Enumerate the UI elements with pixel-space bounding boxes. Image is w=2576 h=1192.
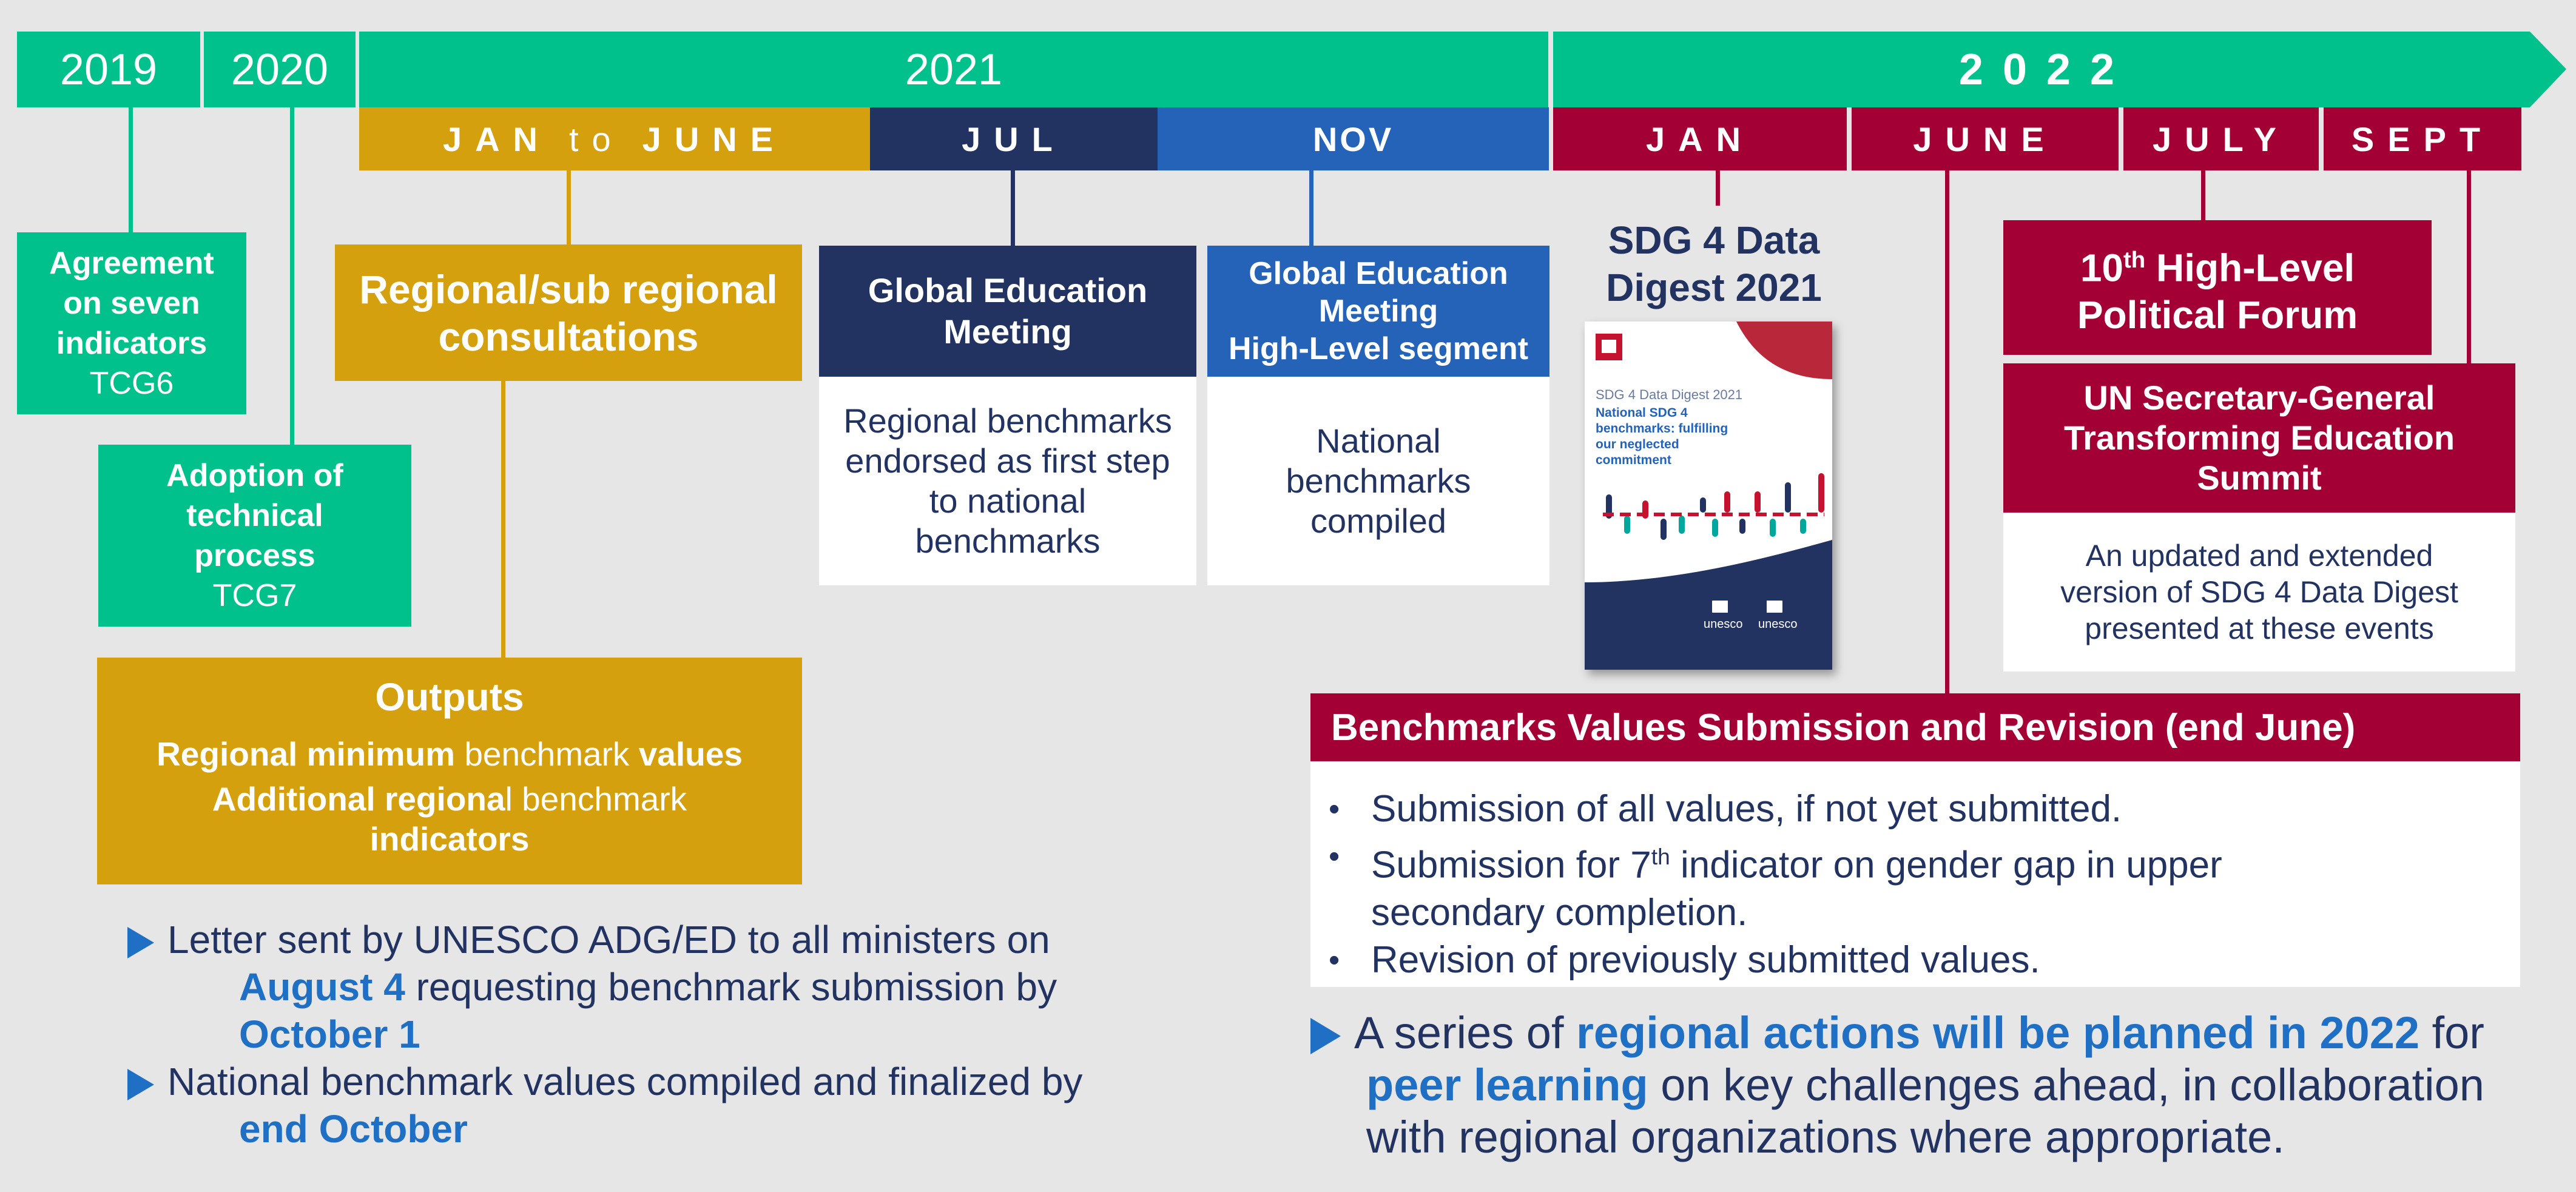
global-meeting-body: Regional benchmarks endorsed as first st…: [819, 377, 1196, 585]
hlpf-box: 10th High-Level Political Forum: [2003, 220, 2432, 355]
submission-item-2: •Submission for 7th indicator on gender …: [1329, 839, 2222, 934]
note-compiled: National benchmark values compiled and f…: [127, 1058, 1195, 1153]
global-meeting-hl-title-2: High-Level segment: [1228, 331, 1529, 366]
submission-body: •Submission of all values, if not yet su…: [1310, 761, 2520, 987]
global-meeting-hl-title-1: Global Education Meeting: [1249, 256, 1508, 329]
year-2020: 2020: [204, 32, 356, 107]
submission-item-1: •Submission of all values, if not yet su…: [1329, 788, 2122, 830]
connector-july-2022: [2201, 170, 2205, 220]
global-meeting-text: Regional benchmarks endorsed as first st…: [843, 402, 1172, 560]
triangle-bullet-icon: [127, 927, 154, 959]
digest-cover: SDG 4 Data Digest 2021 National SDG 4 be…: [1585, 322, 1832, 670]
connector-nov: [1309, 170, 1313, 246]
hlpf-title: 10th High-Level Political Forum: [2077, 246, 2358, 337]
tcg7-sub: TCG7: [212, 578, 297, 613]
summit-title: UN Secretary-General Transforming Educat…: [2063, 379, 2455, 497]
connector-2020: [290, 107, 294, 445]
summit-text: An updated and extended version of SDG 4…: [2060, 539, 2458, 645]
connector-sept-2022: [2467, 170, 2471, 363]
submission-title: Benchmarks Values Submission and Revisio…: [1331, 706, 2356, 749]
connector-june-2022: [1945, 170, 1949, 693]
tcg6-title: Agreement on seven indicators: [49, 246, 214, 361]
year-2021: 2021: [359, 32, 1548, 107]
submission-header: Benchmarks Values Submission and Revisio…: [1310, 693, 2520, 761]
month-july-2022: JULY: [2123, 107, 2319, 170]
year-2022-label: 2 0 2 2: [1958, 45, 2119, 94]
summit-body: An updated and extended version of SDG 4…: [2003, 513, 2515, 672]
submission-item-3: •Revision of previously submitted values…: [1329, 938, 2040, 981]
month-sept-2022: SEPT: [2324, 107, 2521, 170]
year-2022: 2 0 2 2: [1553, 32, 2566, 107]
right-note: A series of regional actions will be pla…: [1310, 1007, 2524, 1163]
global-meeting-hl-text: National benchmarks compiled: [1286, 422, 1471, 540]
digest-cover-art: [1585, 322, 1832, 670]
global-meeting-header: Global Education Meeting: [819, 246, 1196, 377]
consultations-title: Regional/sub regional consultations: [359, 266, 778, 359]
month-jul-2021: JUL: [870, 107, 1158, 170]
connector-jul: [1011, 170, 1015, 246]
digest-logo-2: unesco: [1758, 618, 1798, 631]
outputs-box: Outputs Regional minimum benchmark value…: [97, 658, 802, 884]
month-nov-2021: NOV: [1158, 107, 1549, 170]
global-meeting-hl-header: Global Education Meeting High-Level segm…: [1207, 246, 1549, 377]
digest-title: SDG 4 Data Digest 2021: [1606, 218, 1822, 309]
outputs-line1: Regional minimum benchmark values: [157, 735, 743, 773]
year-2022-arrow: [1553, 32, 2566, 107]
tcg6-box: Agreement on seven indicators TCG6: [17, 232, 246, 414]
summit-header: UN Secretary-General Transforming Educat…: [2003, 363, 2515, 513]
digest-logo-1: unesco: [1704, 618, 1743, 631]
connector-outputs: [501, 381, 505, 658]
month-june-2022: JUNE: [1852, 107, 2119, 170]
left-notes: Letter sent by UNESCO ADG/ED to all mini…: [127, 916, 1195, 1153]
year-2019: 2019: [17, 32, 200, 107]
month-jan-june-2021: JAN to JUNE: [359, 107, 870, 170]
note-letter: Letter sent by UNESCO ADG/ED to all mini…: [127, 916, 1195, 1058]
connector-jan-2022: [1716, 170, 1720, 206]
global-meeting-title: Global Education Meeting: [868, 271, 1148, 351]
consultations-box: Regional/sub regional consultations: [335, 244, 802, 381]
month-jan-2022: JAN: [1553, 107, 1847, 170]
tcg7-title: Adoption of technical process: [166, 458, 343, 573]
digest-cover-title: National SDG 4 benchmarks: fulfilling ou…: [1596, 406, 1728, 467]
tcg7-box: Adoption of technical process TCG7: [98, 445, 411, 627]
connector-consultations: [567, 170, 571, 244]
tcg6-sub: TCG6: [89, 366, 174, 401]
connector-2019: [129, 107, 133, 232]
digest-cover-label: SDG 4 Data Digest 2021: [1596, 387, 1743, 402]
note-regional-actions: A series of regional actions will be pla…: [1310, 1007, 2524, 1163]
triangle-bullet-icon: [127, 1069, 154, 1101]
outputs-title: Outputs: [375, 675, 524, 719]
global-meeting-hl-body: National benchmarks compiled: [1207, 377, 1549, 585]
triangle-bullet-icon: [1310, 1018, 1341, 1055]
